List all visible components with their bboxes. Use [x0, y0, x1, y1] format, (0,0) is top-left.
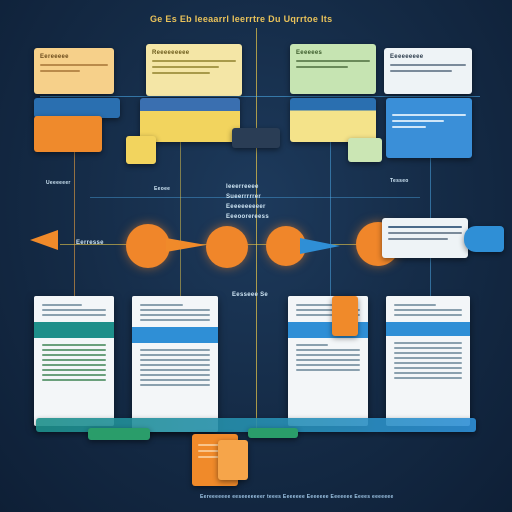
band-box-yellow-small: [126, 136, 156, 164]
center-label: Eeeoorereess: [226, 214, 269, 220]
connector-line: [180, 120, 181, 310]
diagram-title: Ge Es Eb Ieeaarrl Ieerrtre Du Uqrrtoe It…: [150, 14, 333, 24]
node-circle: [266, 226, 306, 266]
left-small-label: Ueeeeeer: [46, 180, 71, 186]
top-card-white: Eeeeeeeee: [384, 48, 472, 94]
connector-line: [60, 244, 460, 245]
center-text-block: Ieeerreeee Sueerrrrrer Eeeeeeeeeer Eeeoo…: [226, 184, 296, 220]
top-card-orange: Eereeeee: [34, 48, 114, 94]
band-box-yellow: [140, 98, 240, 142]
band-box-blue-left: [34, 98, 120, 118]
footer-caption: Eereeeeeee eeseeeeeeer teees Eeeeeee Eee…: [200, 494, 394, 500]
top-card-yellow: Reeeeeeeee: [146, 44, 242, 96]
card-label: Eereeeee: [40, 54, 69, 60]
center-label: Eeeeeeeeeer: [226, 204, 266, 210]
connector-line: [330, 120, 331, 310]
top-card-green: Eeeeees: [290, 44, 376, 94]
node-circle: [206, 226, 248, 268]
band-box-orange-left: [34, 116, 102, 152]
arrow-orange-left: [30, 230, 58, 250]
card-label: Reeeeeeeee: [152, 50, 190, 56]
center-label: Sueerrrrrer: [226, 194, 261, 200]
document-card-2: [132, 296, 218, 432]
orange-wedge: [166, 238, 206, 252]
arrow-label: Eerresse: [76, 240, 104, 246]
left-small-label-2: Eeoee: [154, 186, 171, 192]
mid-small-label: Eesseee Se: [232, 292, 269, 298]
connector-line: [74, 150, 75, 300]
document-card-1: [34, 296, 114, 426]
right-small-label: Tesseo: [390, 178, 409, 184]
base-platform-green: [88, 428, 150, 440]
document-card-4: [386, 296, 470, 426]
card-label: Eeeeeeeee: [390, 54, 424, 60]
center-label: Ieeerreeee: [226, 184, 259, 190]
connector-line: [90, 197, 420, 198]
right-blue-pill: [464, 226, 504, 252]
right-callout-card: [382, 218, 468, 258]
band-box-dark-center: [232, 128, 280, 148]
card-label: Eeeeees: [296, 50, 323, 56]
connector-line: [256, 28, 257, 438]
document-tab-orange: [332, 296, 358, 336]
front-folder-orange-back: [218, 440, 248, 480]
connector-line: [430, 120, 431, 310]
band-box-blue-right: [386, 98, 472, 158]
node-circle: [126, 224, 170, 268]
connector-line: [40, 96, 480, 97]
base-platform-green-2: [248, 428, 298, 438]
blue-wedge: [300, 238, 340, 254]
band-box-yellow-right: [290, 98, 376, 142]
band-box-green-small: [348, 138, 382, 162]
